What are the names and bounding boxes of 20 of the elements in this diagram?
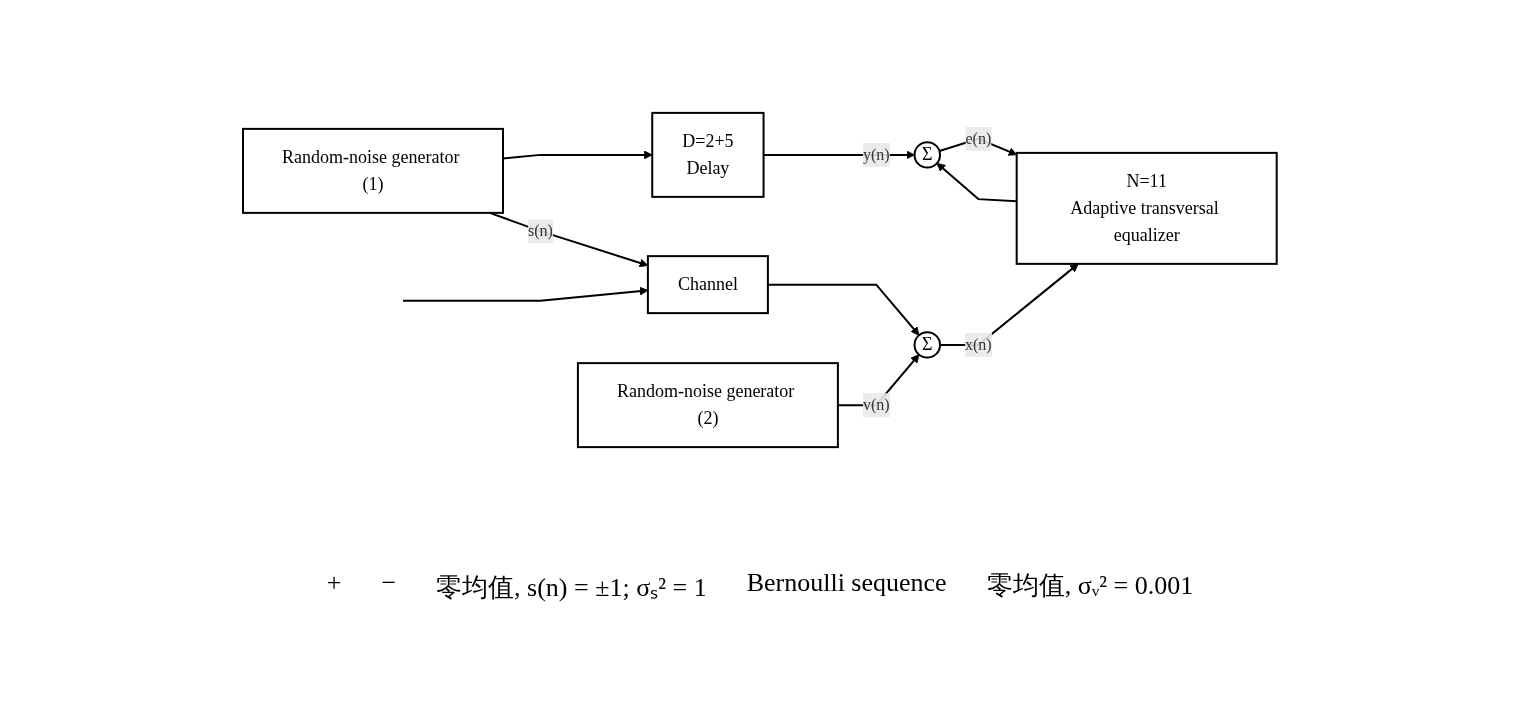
edge-label: y(n) [863,145,890,163]
edge-label: s(n) [528,222,554,240]
node-box [1015,151,1278,265]
node-box [242,127,505,214]
node-circle [913,141,942,169]
edge-label: e(n) [965,129,992,147]
node-box [647,255,770,315]
arrow [402,286,649,302]
node-box [651,111,765,198]
note-text: 零均值, σᵥ² = 0.001 [986,570,1194,602]
edge-label: x(n) [965,335,992,353]
block-diagram: s(n) y(n) x(n) v(n) e(n) Random-noise generator (1) D=2+5 Delay Channel Σ N=11 Adaptive transversal equalizer Σ Random-noise generator (2) [235,0,1285,560]
node-box [577,362,840,449]
note-text: + [326,568,342,599]
arrow [488,211,649,268]
note-text: 零均值, s(n) = ±1; σₛ² = 1 [436,572,707,604]
note-text: − [381,568,397,599]
node-circle [913,331,942,359]
edge-label: v(n) [863,396,890,414]
note-text: Bernoulli sequence [746,568,947,599]
